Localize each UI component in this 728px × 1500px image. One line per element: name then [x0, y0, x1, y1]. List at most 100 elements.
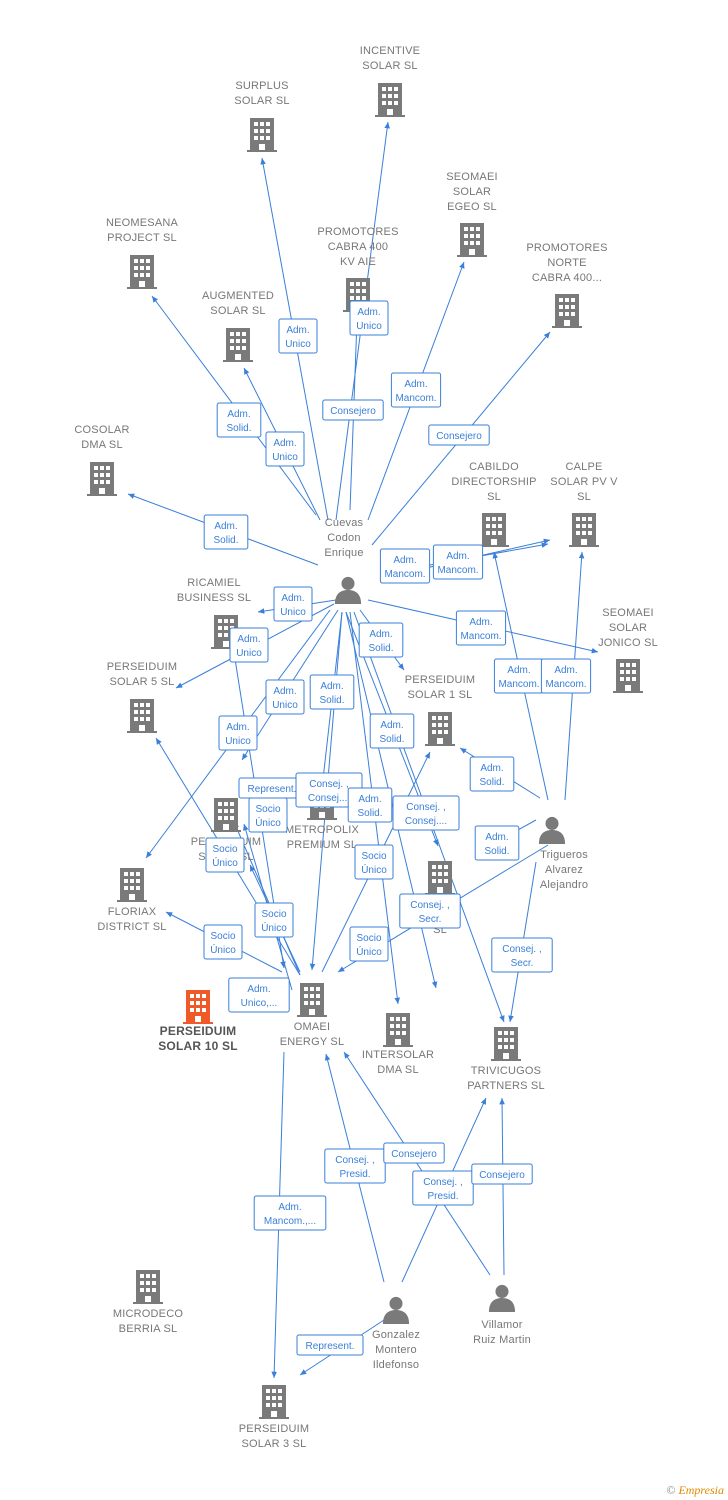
edge-label-19[interactable]: Adm.Solid.	[369, 713, 415, 749]
building-icon	[569, 513, 599, 547]
edge-label-15[interactable]: Adm.Mancom.	[540, 658, 592, 694]
edge-label-box	[296, 1334, 364, 1356]
edge-label-7[interactable]: Adm.Solid.	[203, 514, 249, 550]
edge-label-25[interactable]: Consej. ,Consej....	[392, 795, 460, 831]
edge-label-text: Solid.	[479, 777, 504, 788]
edge-label-22[interactable]: Adm.Solid.	[469, 756, 515, 792]
edge-label-0[interactable]: Adm.Unico	[278, 318, 318, 354]
edge-label-text: Consej. ,	[335, 1155, 374, 1166]
node-label: FLORIAX	[108, 906, 157, 918]
building-icon	[183, 990, 213, 1024]
building-icon	[375, 83, 405, 117]
edge-label-14[interactable]: Adm.Mancom.	[493, 658, 545, 694]
edge-label-39[interactable]: Consejero	[471, 1163, 533, 1185]
building-icon	[211, 798, 241, 832]
edge-label-29[interactable]: Consej. ,Secr.	[399, 893, 461, 929]
edge-label-23[interactable]: Adm.Solid.	[347, 787, 393, 823]
edge-label-33[interactable]: Consej. ,Secr.	[491, 937, 553, 973]
edge-label-36[interactable]: Consej. ,Presid.	[324, 1148, 386, 1184]
edge-label-text: Adm.	[273, 686, 296, 697]
edge-label-16[interactable]: Adm.Unico	[265, 679, 305, 715]
edge-label-text: Solid.	[379, 734, 404, 745]
edge-label-12[interactable]: Adm.Unico	[229, 627, 269, 663]
edge-label-text: Mancom.	[460, 631, 501, 642]
building-icon	[479, 513, 509, 547]
node-label: BERRIA SL	[119, 1323, 178, 1335]
edge-label-18[interactable]: Adm.Unico	[218, 715, 258, 751]
node-label: SURPLUS	[235, 80, 288, 92]
building-icon	[127, 699, 157, 733]
edge-label-17[interactable]: Adm.Solid.	[309, 674, 355, 710]
edge-label-10[interactable]: Adm.Unico	[273, 586, 313, 622]
building-icon	[127, 255, 157, 289]
building-icon	[613, 659, 643, 693]
edge-label-text: Adm.	[227, 409, 250, 420]
node-label: SOLAR PV V	[550, 476, 618, 488]
edge-label-38[interactable]: Consej. ,Presid.	[412, 1170, 474, 1206]
edge-label-3[interactable]: Adm.Mancom.	[390, 372, 442, 408]
edge-label-box	[229, 627, 269, 663]
node-label: EGEO SL	[447, 201, 497, 213]
edge-label-35[interactable]: Adm.Mancom.,...	[253, 1195, 327, 1231]
node-label: Codon	[327, 532, 360, 544]
building-icon	[425, 861, 455, 895]
edge-label-text: Represent.	[248, 784, 297, 795]
edge-label-4[interactable]: Consejero	[428, 424, 490, 446]
node-label: CABRA 400	[328, 241, 389, 253]
node-label: SOLAR	[609, 622, 647, 634]
node-label: Ildefonso	[373, 1359, 419, 1371]
edge-label-text: Adm.	[393, 555, 416, 566]
node-label: SEOMAEI	[446, 171, 498, 183]
edge-label-20[interactable]: Represent.	[238, 777, 306, 799]
edge-label-11[interactable]: Adm.Mancom.	[455, 610, 507, 646]
edge-label-27[interactable]: Adm.Solid.	[474, 825, 520, 861]
edge-label-2[interactable]: Consejero	[322, 399, 384, 421]
edge-label-6[interactable]: Adm.Unico	[265, 431, 305, 467]
edge-label-box	[248, 797, 288, 833]
edge-label-box	[428, 424, 490, 446]
edge-label-37[interactable]: Consejero	[383, 1142, 445, 1164]
edge-label-8[interactable]: Adm.Mancom.	[379, 548, 431, 584]
edge-label-13[interactable]: Adm.Solid.	[358, 622, 404, 658]
edge-label-5[interactable]: Adm.Solid.	[216, 402, 262, 438]
edge-label-32[interactable]: Adm.Unico,...	[228, 977, 290, 1013]
edge-label-1[interactable]: Adm.Unico	[349, 300, 389, 336]
edge-label-text: Secr.	[511, 958, 534, 969]
edge-label-9[interactable]: Adm.Mancom.	[432, 544, 484, 580]
edge-label-40[interactable]: Represent.	[296, 1334, 364, 1356]
edge-label-box	[349, 926, 389, 962]
building-icon	[552, 294, 582, 328]
